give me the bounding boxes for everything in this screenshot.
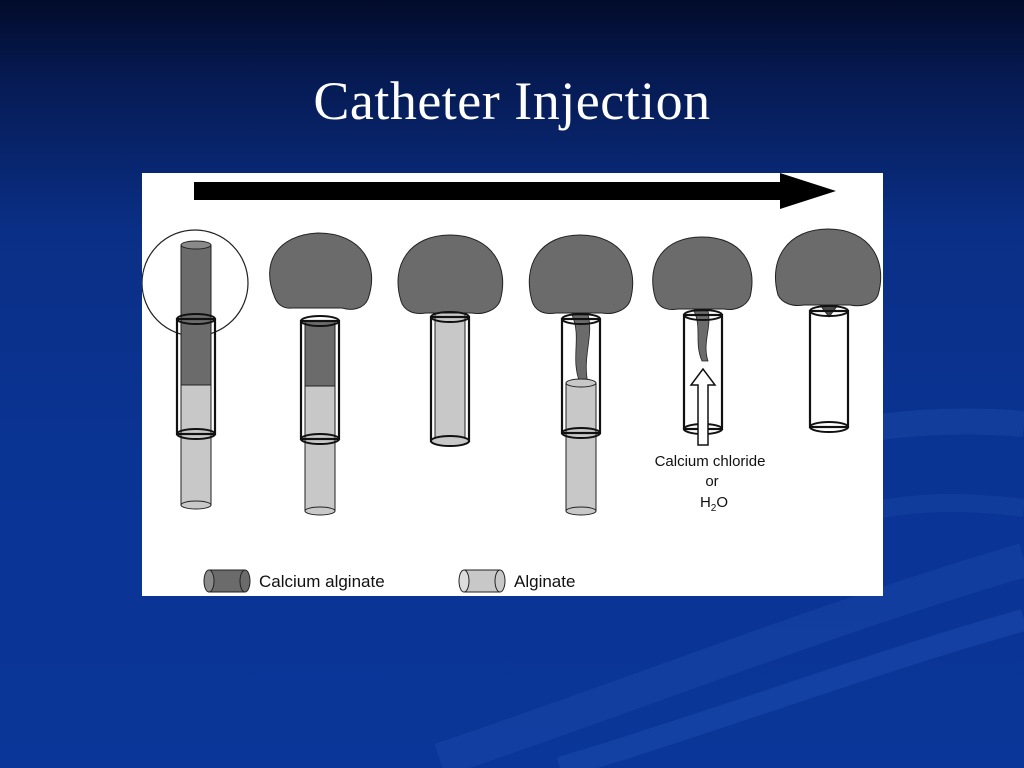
stage-4	[528, 234, 634, 516]
stage-2	[269, 232, 373, 516]
legend: Calcium alginate Alginate	[203, 569, 575, 593]
diagram-canvas: Calcium chloride or H2O Calcium alginate	[142, 173, 882, 593]
legend-item-alginate: Alginate	[458, 569, 575, 593]
legend-item-calcium-alginate: Calcium alginate	[203, 569, 385, 593]
stage-5: Calcium chloride or H2O	[652, 236, 766, 514]
legend-label-calcium-alginate: Calcium alginate	[259, 572, 385, 591]
legend-label-alginate: Alginate	[514, 572, 575, 591]
annotation-water: H2O	[700, 494, 728, 514]
arrow-right-icon	[194, 173, 836, 209]
stage-1	[142, 229, 249, 510]
slide-title: Catheter Injection	[313, 71, 711, 131]
arrow-up-icon	[689, 367, 717, 446]
stage-3	[397, 234, 504, 447]
annotation-water-h: H	[700, 494, 711, 511]
annotation-or: or	[705, 473, 718, 490]
annotation-calcium-chloride: Calcium chloride	[655, 453, 766, 470]
annotation-water-o: O	[716, 494, 728, 511]
stage-6	[774, 228, 882, 433]
annotation-water-sub: 2	[711, 503, 717, 514]
catheter-injection-diagram: Calcium chloride or H2O Calcium alginate	[142, 173, 883, 596]
